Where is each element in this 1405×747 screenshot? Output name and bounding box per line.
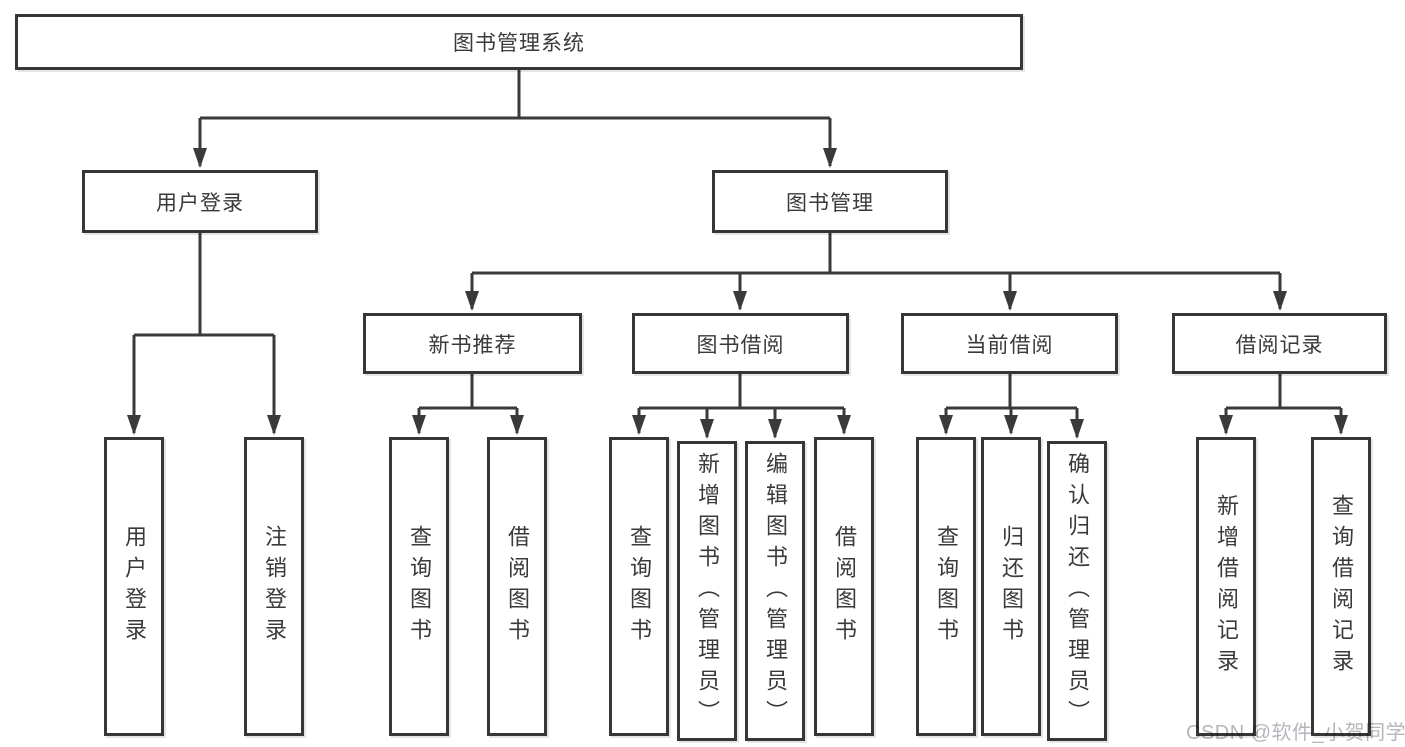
leaf-user-login: 用户登录 (104, 437, 164, 736)
node-new-book-recommend: 新书推荐 (363, 313, 582, 374)
node-book-management: 图书管理 (712, 170, 948, 233)
leaf-confirm-return-admin: 确认归还（管理员） (1047, 441, 1107, 741)
leaf-return-books: 归还图书 (981, 437, 1041, 736)
leaf-borrow-books-recommend: 借阅图书 (487, 437, 547, 736)
leaf-query-books-current: 查询图书 (916, 437, 976, 736)
node-book-borrow: 图书借阅 (632, 313, 849, 374)
leaf-query-books-recommend: 查询图书 (389, 437, 449, 736)
node-borrow-records: 借阅记录 (1172, 313, 1387, 374)
node-root: 图书管理系统 (15, 14, 1023, 70)
leaf-logout: 注销登录 (244, 437, 304, 736)
node-user-login: 用户登录 (82, 170, 318, 233)
leaf-query-books-borrow: 查询图书 (609, 437, 669, 736)
leaf-edit-book-admin: 编辑图书（管理员） (745, 441, 805, 741)
leaf-add-book-admin: 新增图书（管理员） (677, 441, 737, 741)
csdn-watermark: CSDN @软件_小贺同学 (1186, 722, 1405, 744)
leaf-add-borrow-record: 新增借阅记录 (1196, 437, 1256, 736)
node-current-borrow: 当前借阅 (901, 313, 1118, 374)
leaf-query-borrow-record: 查询借阅记录 (1311, 437, 1371, 736)
leaf-borrow-books: 借阅图书 (814, 437, 874, 736)
